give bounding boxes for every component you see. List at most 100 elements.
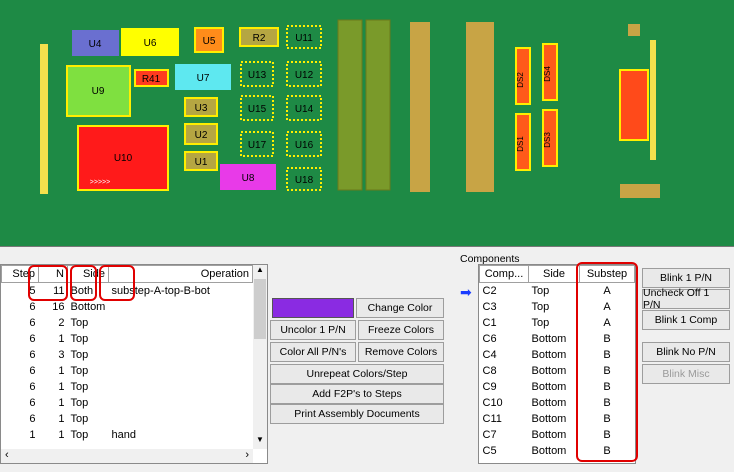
cell-operation: substep-A-top-B-bot [111, 285, 210, 297]
pcb-board-view[interactable]: U4 U6 U5 R2 U11 U9 R41 U7 U13 U12 U3 U15… [0, 0, 734, 247]
scroll-thumb[interactable] [254, 279, 266, 339]
col-n-header[interactable]: N [38, 265, 68, 283]
cell-substep: B [603, 429, 611, 441]
cell-substep: B [603, 365, 611, 377]
cell-n: 1 [58, 413, 65, 425]
scroll-left-arrow[interactable]: ‹ [5, 449, 9, 461]
cell-substep: B [603, 381, 611, 393]
cell-side: Both [70, 285, 94, 297]
component-U18: U18 [286, 167, 322, 191]
cell-operation [109, 395, 253, 411]
svg-text:DS3: DS3 [543, 132, 552, 148]
cell-side: Top [531, 285, 550, 297]
component-DS2: DS2 [515, 47, 531, 105]
unrepeat-colors-step-button[interactable]: Unrepeat Colors/Step [270, 364, 444, 384]
remove-colors-button[interactable]: Remove Colors [358, 342, 444, 362]
pcb-layout: U4 U6 U5 R2 U11 U9 R41 U7 U13 U12 U3 U15… [40, 19, 660, 198]
svg-text:U7: U7 [197, 73, 210, 84]
cell-comp: C9 [482, 381, 497, 393]
cell-operation [109, 315, 253, 331]
svg-text:U16: U16 [295, 140, 314, 151]
cell-n: 16 [52, 301, 65, 313]
cell-operation [109, 347, 253, 363]
scroll-up-arrow[interactable]: ▲ [256, 265, 264, 274]
scroll-down-arrow[interactable]: ▼ [256, 435, 264, 444]
steps-vscroll[interactable]: ▲ ▼ [253, 265, 267, 449]
change-color-button[interactable]: Change Color [356, 298, 444, 318]
color-swatch[interactable] [272, 298, 354, 318]
svg-text:U9: U9 [92, 86, 105, 97]
cell-side: Top [70, 365, 89, 377]
resistor-column-1 [410, 22, 494, 192]
cell-side: Top [70, 349, 89, 361]
steps-hscroll[interactable]: ‹ › [1, 449, 253, 463]
print-assembly-documents-button[interactable]: Print Assembly Documents [270, 404, 444, 424]
small-part-bottom [620, 184, 660, 198]
cell-side: Bottom [531, 413, 567, 425]
component-U2: U2 [184, 123, 218, 145]
cell-comp: C10 [482, 397, 503, 409]
cell-substep: A [603, 285, 611, 297]
cell-n: 1 [58, 333, 65, 345]
component-U15: U15 [240, 95, 274, 121]
cell-step: 6 [29, 301, 36, 313]
color-all-pns-button[interactable]: Color All P/N's [270, 342, 356, 362]
cell-n: 1 [58, 397, 65, 409]
svg-text:U4: U4 [89, 39, 102, 50]
blink-1-pn-button[interactable]: Blink 1 P/N [642, 268, 730, 288]
col-side-header[interactable]: Side [528, 265, 580, 283]
add-f2ps-button[interactable]: Add F2P's to Steps [270, 384, 444, 404]
cell-substep: A [603, 317, 611, 329]
uncheck-off-1-pn-button[interactable]: Uncheck Off 1 P/N [642, 287, 730, 311]
scroll-right-arrow[interactable]: › [245, 449, 249, 461]
component-U8: U8 [220, 164, 276, 190]
cell-n: 2 [58, 317, 65, 329]
component-U11: U11 [286, 25, 322, 49]
svg-text:U15: U15 [248, 104, 267, 115]
blink-1-comp-button[interactable]: Blink 1 Comp [642, 310, 730, 330]
uncolor-1-pn-button[interactable]: Uncolor 1 P/N [270, 320, 356, 340]
cell-step: 6 [29, 349, 36, 361]
cell-side: Bottom [531, 445, 567, 457]
cell-step: 6 [29, 365, 36, 377]
svg-text:U10: U10 [114, 153, 133, 164]
svg-text:U12: U12 [295, 70, 314, 81]
col-comp-header[interactable]: Comp... [479, 265, 529, 283]
cell-step: 6 [29, 333, 36, 345]
cell-step: 5 [29, 285, 36, 297]
freeze-colors-button[interactable]: Freeze Colors [358, 320, 444, 340]
cell-substep: B [603, 445, 611, 457]
blink-misc-button: Blink Misc [642, 364, 730, 384]
blink-no-pn-button[interactable]: Blink No P/N [642, 342, 730, 362]
col-substep-header[interactable]: Substep [579, 265, 635, 283]
col-step-header[interactable]: Step [1, 265, 39, 283]
col-side-header[interactable]: Side [67, 265, 109, 283]
connector-strip-left [40, 44, 48, 194]
cell-operation [109, 363, 253, 379]
table-row[interactable]: 6 1 Top [2, 331, 253, 347]
cell-side: Top [70, 333, 89, 345]
svg-text:U8: U8 [242, 173, 255, 184]
col-operation-header[interactable]: Operation [108, 265, 253, 283]
